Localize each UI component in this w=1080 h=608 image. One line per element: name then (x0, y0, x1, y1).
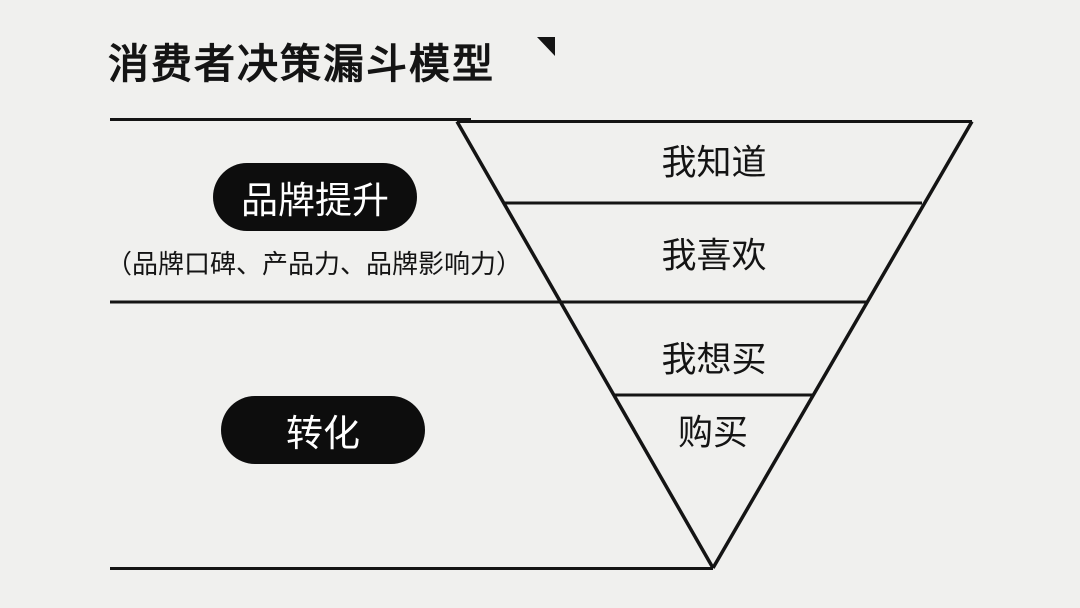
brand-lift-pill: 品牌提升 (213, 163, 417, 231)
funnel-level-liking: 我喜欢 (661, 236, 767, 276)
conversion-pill: 转化 (221, 396, 425, 464)
funnel-level-intent: 我想买 (661, 340, 767, 380)
funnel-right-edge (711, 120, 974, 569)
page-title: 消费者决策漏斗模型 (108, 41, 495, 87)
funnel-level-awareness: 我知道 (661, 143, 767, 183)
funnel-left-edge (455, 120, 715, 569)
funnel-level-purchase: 购买 (677, 413, 749, 453)
brand-lift-note: （品牌口碑、产品力、品牌影响力） (106, 249, 523, 279)
